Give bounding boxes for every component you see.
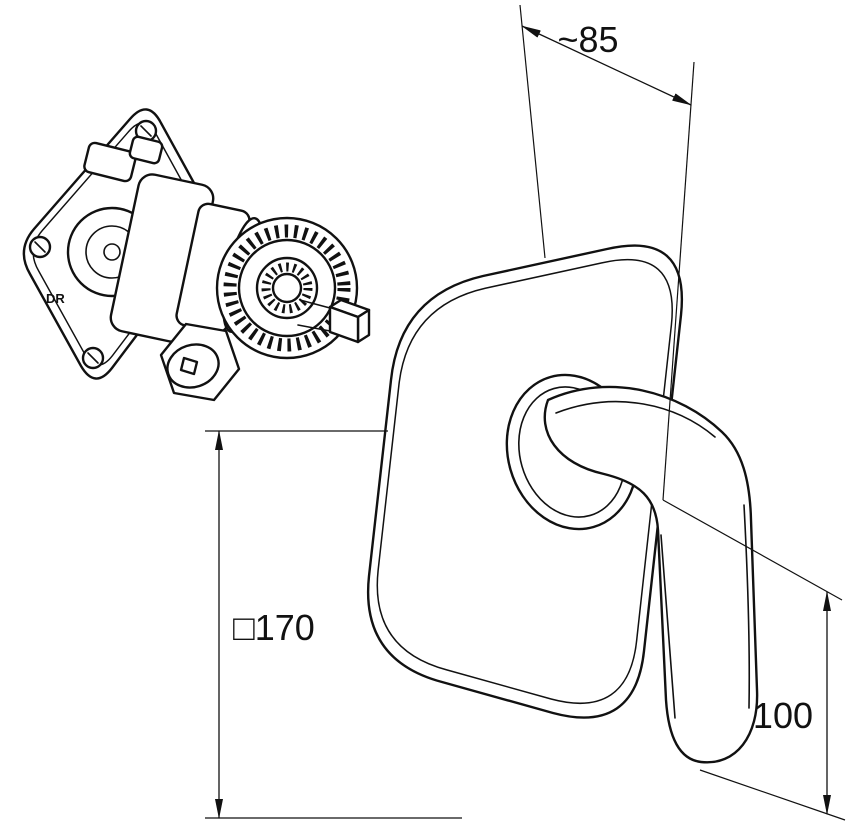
dimension-depth: ~85 [519,4,695,501]
dimension-handle-label: 100 [753,695,813,736]
handle-lever [543,385,759,764]
dimension-depth-label: ~85 [557,19,618,60]
dimension-handle: 100 [662,499,846,821]
dimension-plate-label: □170 [233,607,315,648]
screw-hole [28,235,52,259]
top-fitting [83,141,137,183]
valve-assembly: DR [22,108,371,402]
screw-hole [81,346,105,370]
handle-lever-face-line [660,534,676,719]
handle [505,373,759,764]
handle-lever-edge-line [743,504,751,709]
cartridge [215,216,359,360]
dimension-plate: □170 [205,430,462,819]
spindle [297,298,371,344]
handle-lever-top-line [555,400,716,438]
faceplate-inner-edge [376,258,673,704]
hex-adapter [159,322,241,402]
part-marking: DR [46,291,65,306]
top-fitting-small [128,135,164,165]
